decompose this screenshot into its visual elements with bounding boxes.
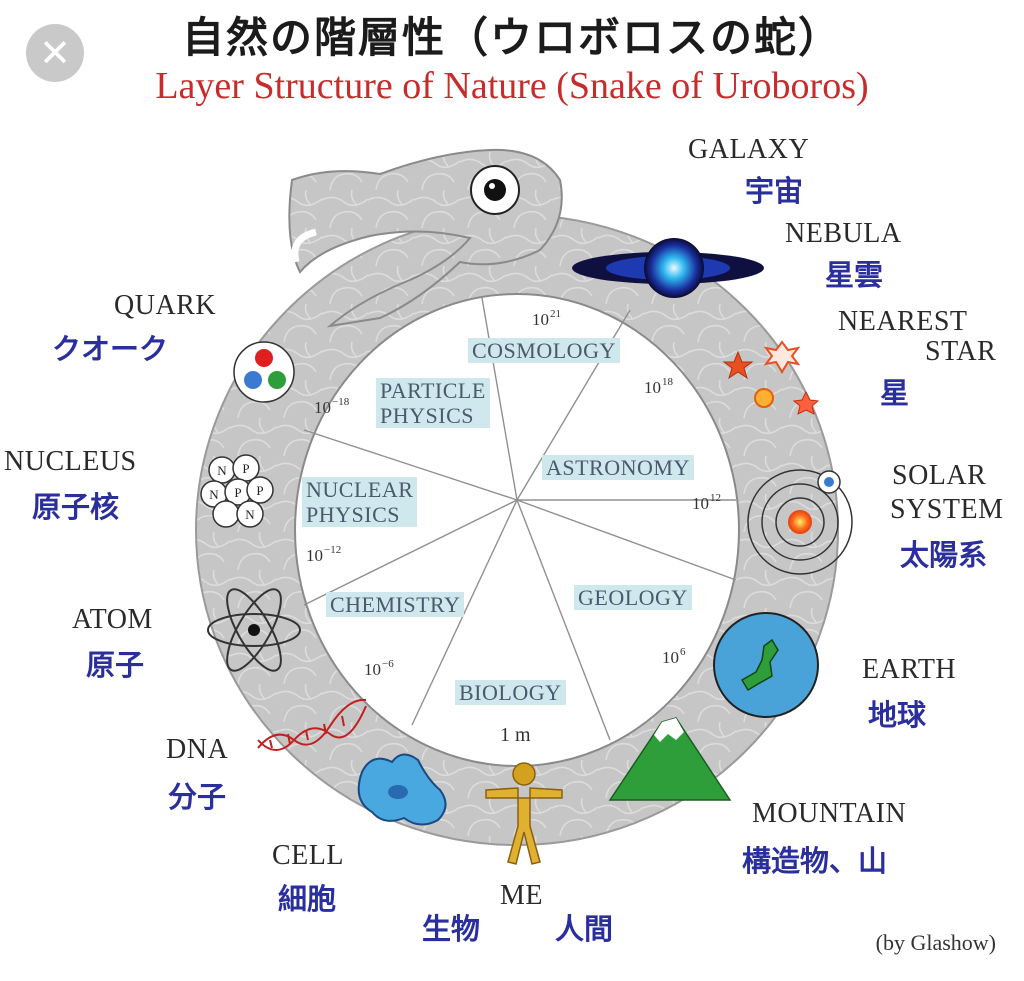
field-nuclear-physics: NUCLEAR PHYSICS: [302, 477, 418, 527]
label-solar: SOLAR: [892, 460, 987, 491]
label-star-ja: 星: [880, 376, 910, 410]
scale-1e-6: 10−6: [364, 658, 394, 679]
field-chemistry: CHEMISTRY: [326, 592, 465, 617]
label-nucleus-ja: 原子核: [32, 490, 120, 524]
nucleon-letter: N: [217, 463, 227, 478]
star-icon: [722, 340, 820, 415]
scale-1e18: 1018: [644, 376, 673, 397]
field-geology: GEOLOGY: [574, 585, 692, 610]
label-earth: EARTH: [862, 654, 957, 685]
label-mountain: MOUNTAIN: [752, 798, 907, 829]
label-system: SYSTEM: [890, 494, 1004, 525]
title-english: Layer Structure of Nature (Snake of Urob…: [155, 65, 869, 107]
mountain-icon: [608, 717, 732, 801]
nucleon-letter: P: [242, 461, 249, 476]
label-mountain-ja: 構造物、山: [742, 844, 888, 878]
label-galaxy: GALAXY: [688, 134, 810, 165]
quark-icon: [233, 341, 295, 403]
label-me: ME: [500, 880, 543, 911]
snake-body: [195, 214, 839, 846]
label-quark-ja: クオーク: [52, 332, 169, 366]
field-particle-physics: PARTICLE PHYSICS: [376, 378, 490, 428]
scale-1m: 1 m: [500, 724, 531, 746]
scale-1e-12: 10−12: [306, 544, 342, 565]
snake-head: [288, 148, 563, 328]
scale-1e6: 106: [662, 646, 686, 667]
field-astronomy: ASTRONOMY: [542, 455, 694, 480]
label-star: STAR: [925, 336, 997, 367]
label-quark: QUARK: [114, 290, 217, 321]
field-biology: BIOLOGY: [455, 680, 566, 705]
close-icon[interactable]: ✕: [26, 24, 84, 82]
atom-icon: [207, 588, 301, 672]
solar-system-icon: [747, 469, 853, 575]
scale-1e21: 1021: [532, 308, 561, 329]
credit: (by Glashow): [875, 930, 996, 955]
label-nebula-ja: 星雲: [825, 258, 884, 292]
label-me-ja-human: 人間: [555, 912, 614, 946]
label-earth-ja: 地球: [868, 698, 927, 732]
label-me-ja-life: 生物: [422, 912, 481, 946]
dna-icon: [257, 698, 367, 751]
earth-icon: [713, 612, 819, 718]
label-galaxy-ja: 宇宙: [745, 174, 804, 208]
nucleon-letter: P: [234, 485, 241, 500]
nucleus-icon: [200, 454, 274, 528]
person-icon: [485, 762, 563, 865]
label-cell: CELL: [272, 840, 344, 871]
nucleon-letter: P: [256, 483, 263, 498]
label-cell-ja: 細胞: [278, 882, 337, 916]
cell-icon: [357, 753, 447, 826]
field-cosmology: COSMOLOGY: [468, 338, 620, 363]
title-japanese: 自然の階層性（ウロボロスの蛇）: [181, 13, 842, 62]
label-solar-system-ja: 太陽系: [900, 538, 988, 572]
scale-1e-18: 10−18: [314, 396, 350, 417]
nucleon-letter: N: [245, 507, 255, 522]
label-nucleus: NUCLEUS: [4, 446, 137, 477]
label-atom-ja: 原子: [86, 648, 145, 682]
label-nearest: NEAREST: [838, 306, 968, 337]
label-nebula: NEBULA: [785, 218, 902, 249]
label-atom: ATOM: [72, 604, 153, 635]
nebula-icon: [572, 238, 764, 298]
label-dna: DNA: [166, 734, 229, 765]
nucleus-letters: N P N P N P: [209, 461, 263, 522]
nucleon-letter: N: [209, 487, 219, 502]
scale-1e12: 1012: [692, 492, 721, 513]
label-dna-ja: 分子: [168, 780, 227, 814]
